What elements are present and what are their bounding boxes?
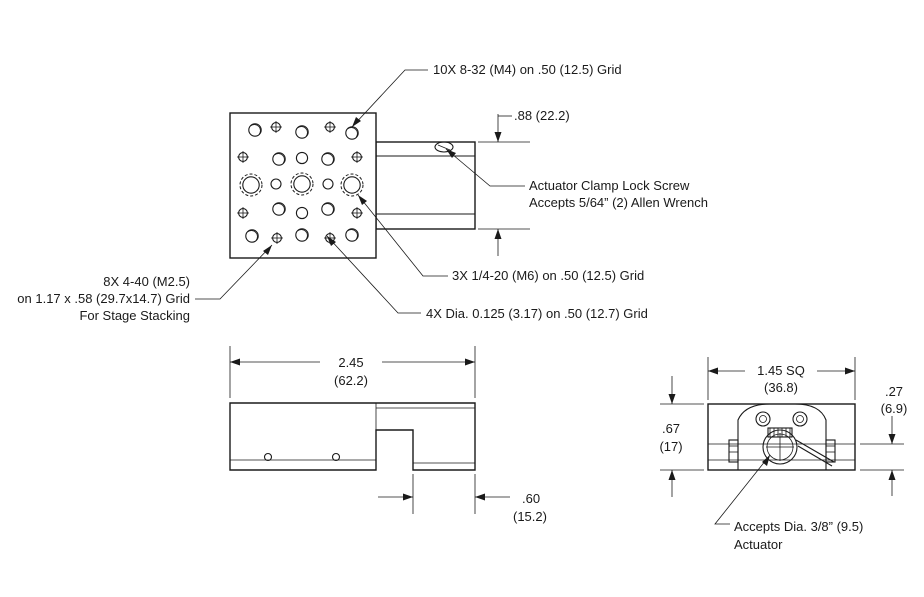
dim-067-in: .67 (662, 421, 680, 436)
dim-145-in: 1.45 SQ (757, 363, 805, 378)
dim-027-mm: (6.9) (881, 401, 908, 416)
dim-027-in: .27 (885, 384, 903, 399)
dimension-060: .60 (15.2) (378, 474, 547, 524)
dimension-245: 2.45 (62.2) (229, 346, 476, 398)
dim-245-in: 2.45 (338, 355, 363, 370)
callout-0125-holes: 4X Dia. 0.125 (3.17) on .50 (12.7) Grid (426, 306, 648, 321)
dimension-088: .88 (22.2) (478, 108, 570, 256)
leader-lines (195, 69, 525, 314)
dim-088-label: .88 (22.2) (514, 108, 570, 123)
dim-060-mm: (15.2) (513, 509, 547, 524)
top-view: .88 (22.2) 10X 8-32 (M4) on .50 (12.5) G… (17, 62, 708, 323)
dim-145-mm: (36.8) (764, 380, 798, 395)
actuator-leader: Accepts Dia. 3/8” (9.5) Actuator (714, 454, 863, 552)
dim-245-mm: (62.2) (334, 373, 368, 388)
callout-clamp-screw-line2: Accepts 5/64” (2) Allen Wrench (529, 195, 708, 210)
dimension-067: .67 (17) (659, 376, 704, 497)
end-profile (707, 403, 856, 471)
callout-actuator-line1: Accepts Dia. 3/8” (9.5) (734, 519, 863, 534)
side-view: 2.45 (62.2) .60 (15.2) (229, 346, 547, 524)
callout-4-40-line3: For Stage Stacking (79, 308, 190, 323)
carriage-body (375, 141, 476, 230)
side-profile (229, 402, 476, 471)
callout-clamp-screw-line1: Actuator Clamp Lock Screw (529, 178, 690, 193)
tapped-holes-1-4-20 (239, 172, 364, 197)
callout-4-40-line1: 8X 4-40 (M2.5) (103, 274, 190, 289)
top-plate (229, 112, 377, 259)
callout-4-40-line2: on 1.17 x .58 (29.7x14.7) Grid (17, 291, 190, 306)
end-view: 1.45 SQ (36.8) .67 (17) .27 (6.9) (659, 357, 907, 552)
dimension-027: .27 (6.9) (860, 384, 907, 496)
callout-1-4-20-holes: 3X 1/4-20 (M6) on .50 (12.5) Grid (452, 268, 644, 283)
dimension-145: 1.45 SQ (36.8) (707, 357, 856, 400)
dim-067-mm: (17) (659, 439, 682, 454)
callout-actuator-line2: Actuator (734, 537, 783, 552)
callout-8-32-holes: 10X 8-32 (M4) on .50 (12.5) Grid (433, 62, 622, 77)
dim-060-in: .60 (522, 491, 540, 506)
